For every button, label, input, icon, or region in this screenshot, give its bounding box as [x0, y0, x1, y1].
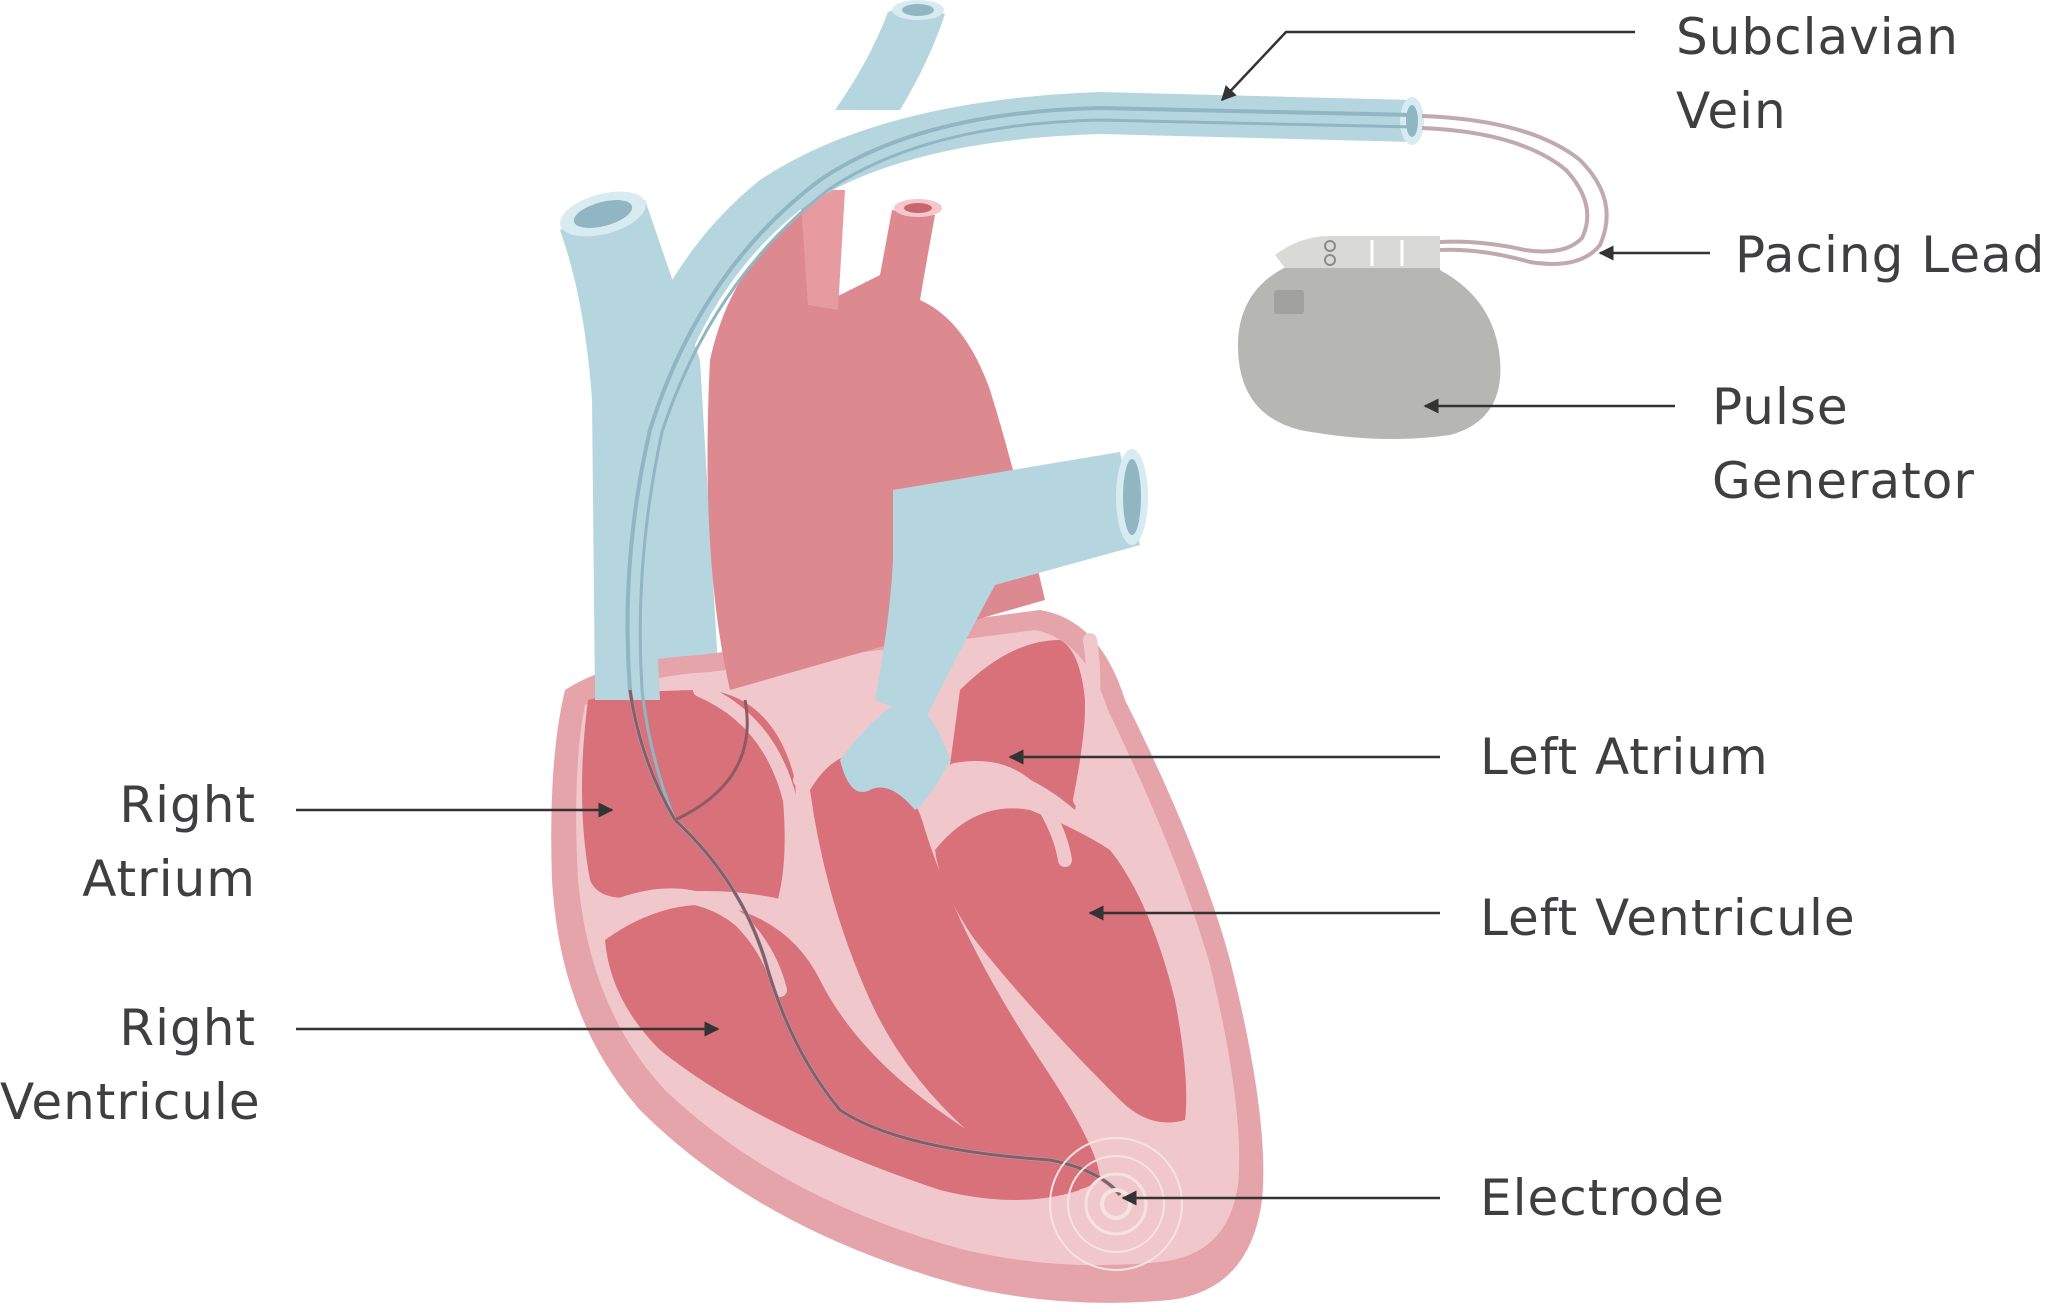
- label-pulse-generator: Pulse Generator: [1712, 378, 1975, 510]
- left-ventricle-chamber: [935, 808, 1187, 1123]
- right-ventricle-chamber: [605, 904, 1080, 1200]
- right-atrium-chamber: [581, 690, 797, 900]
- upper-vessel-branch: [835, 0, 945, 110]
- septum: [810, 754, 1100, 1192]
- leader-lines: [296, 30, 1710, 1206]
- label-subclavian-vein: Subclavian Vein: [1676, 8, 1959, 140]
- label-left-ventricule: Left Ventricule: [1480, 889, 1856, 947]
- pulse-generator: [1237, 236, 1501, 439]
- label-right-ventricule: Right Ventricule: [0, 999, 261, 1131]
- label-electrode: Electrode: [1480, 1169, 1725, 1227]
- pacing-lead-wires: [625, 105, 1609, 1197]
- pulmonary-vessel: [840, 449, 1148, 810]
- valve-ribbons: [613, 633, 1101, 997]
- arrow-subclavian-vein: [1220, 30, 1635, 102]
- aorta: [707, 188, 1045, 690]
- label-right-atrium: Right Atrium: [82, 776, 256, 908]
- label-pacing-leads: Pacing Leads: [1735, 226, 2048, 284]
- label-left-atrium: Left Atrium: [1480, 728, 1769, 786]
- left-atrium-chamber: [950, 640, 1085, 810]
